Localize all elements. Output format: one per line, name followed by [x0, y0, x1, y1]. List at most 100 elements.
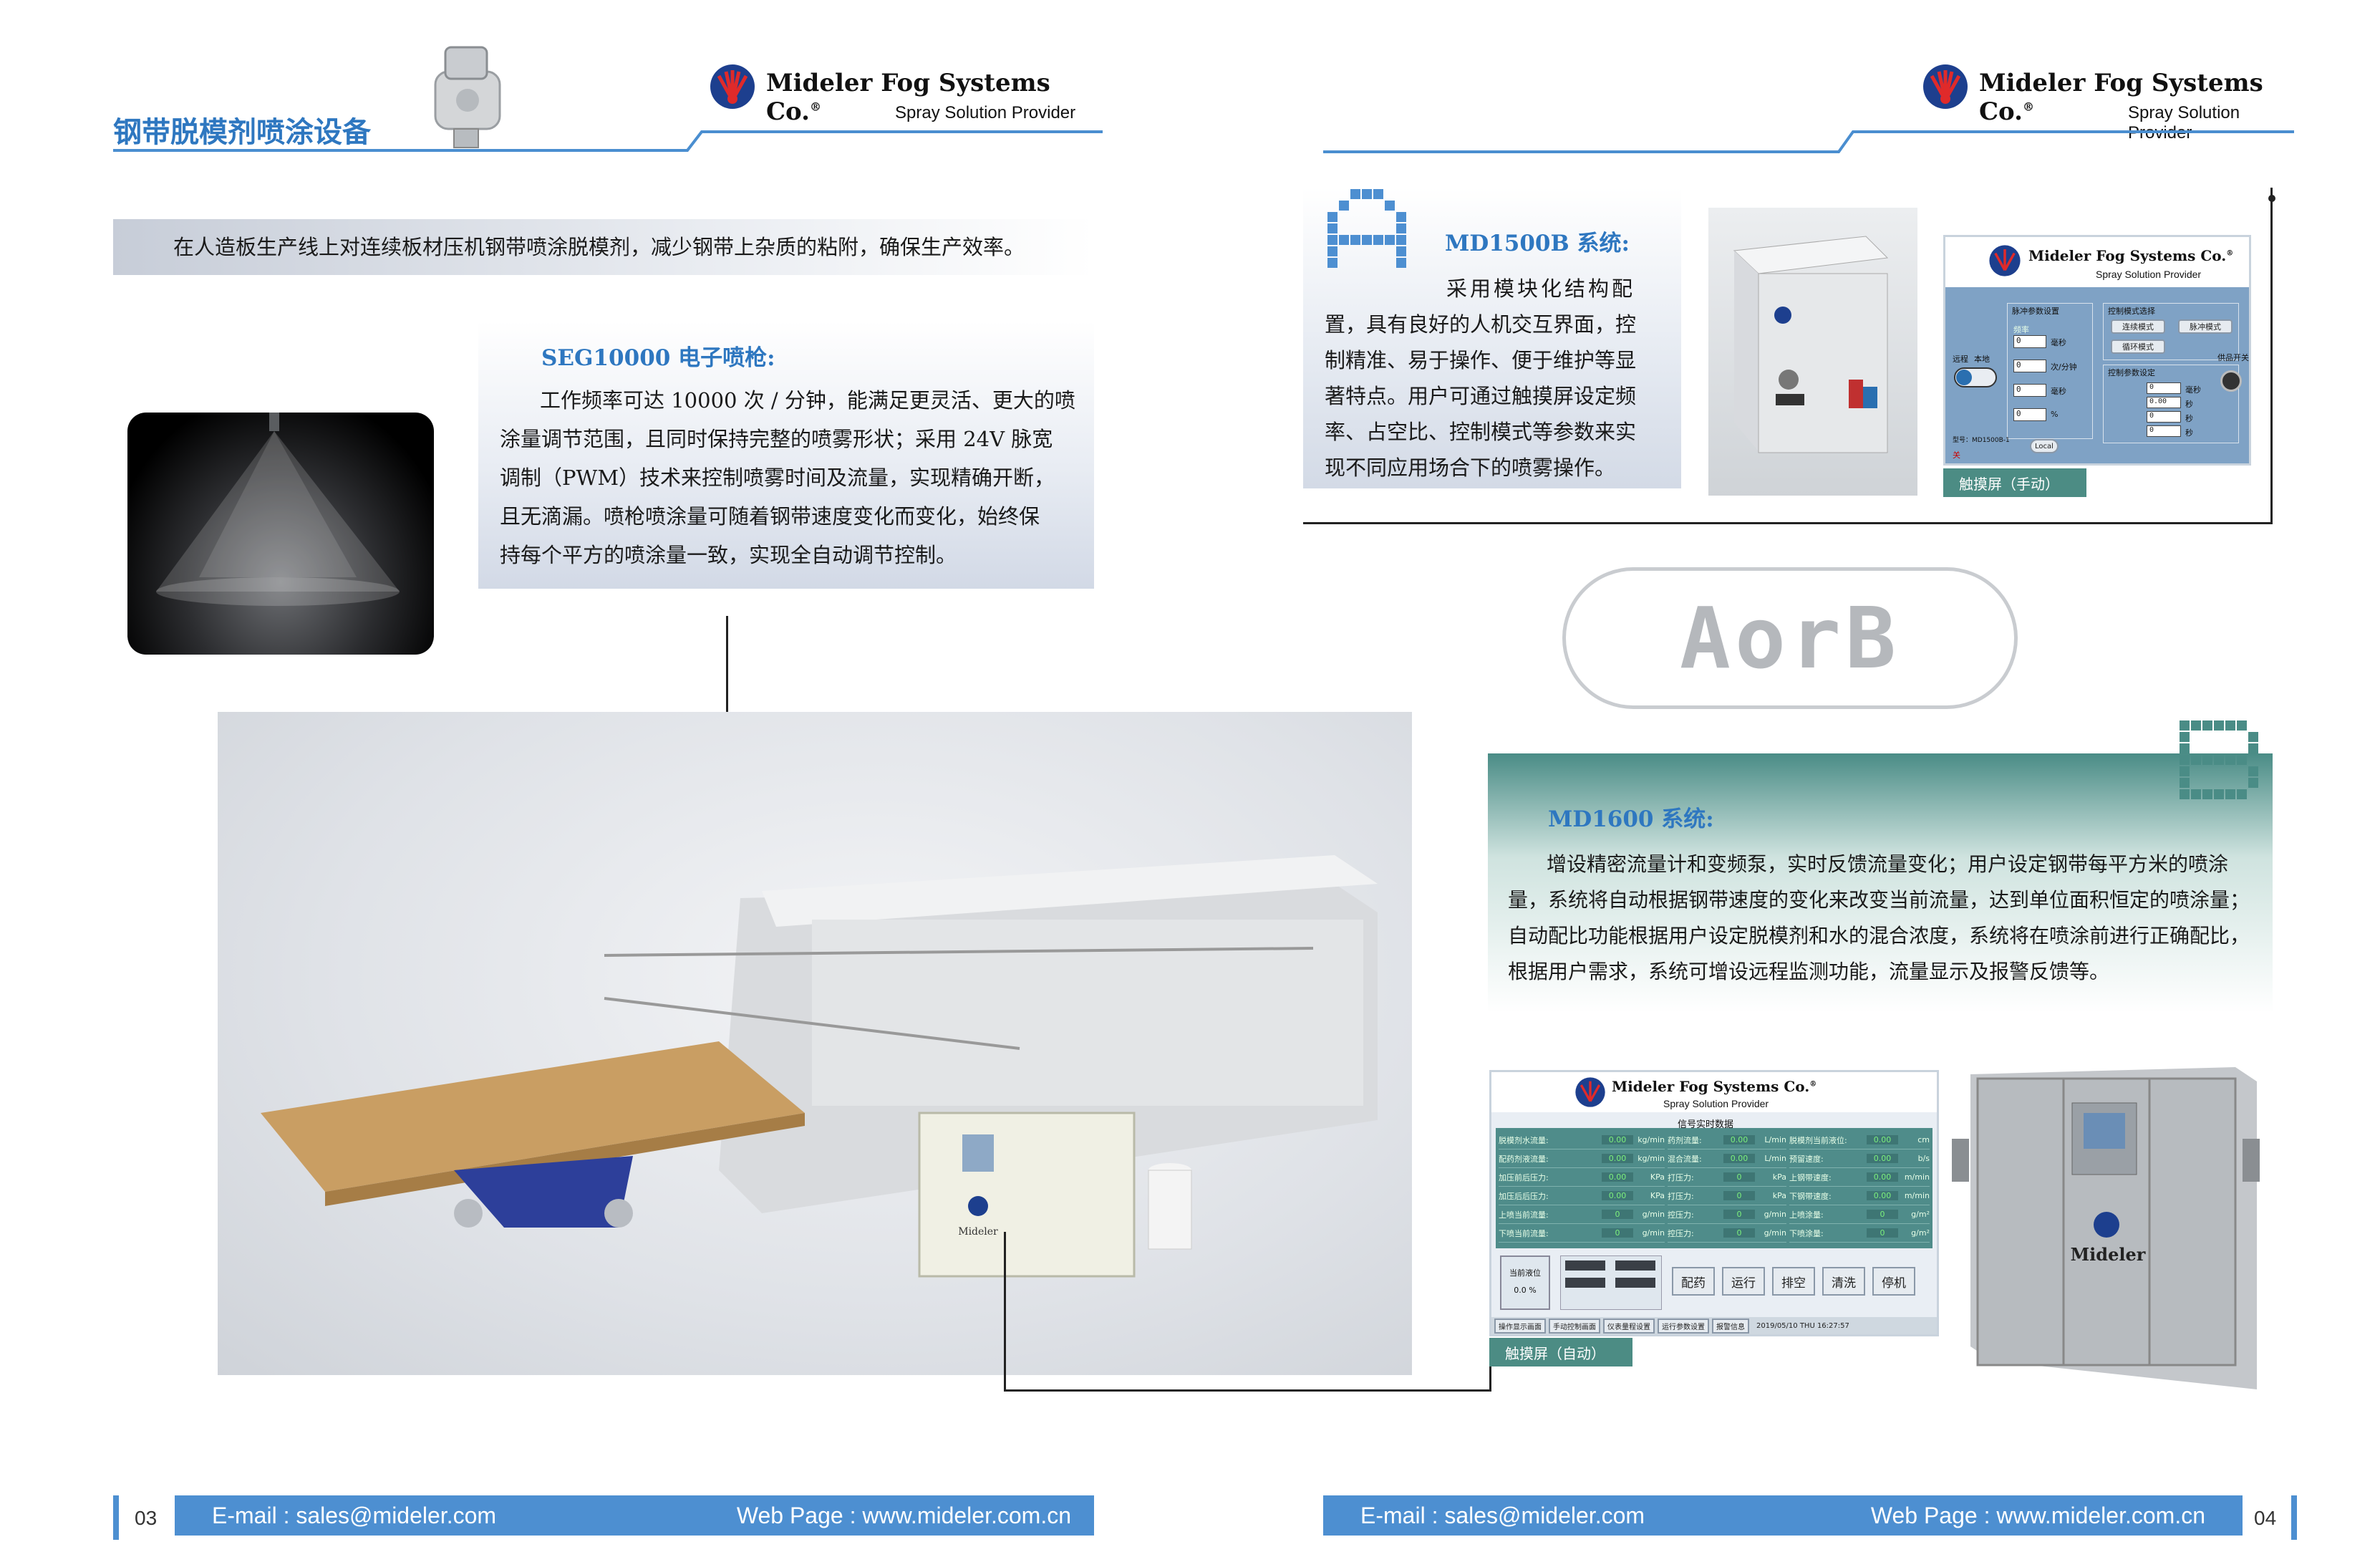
fan-logo-icon: [1575, 1077, 1605, 1107]
hmi-row-unit: kg/min: [1638, 1154, 1665, 1163]
run-button[interactable]: 运行: [1722, 1267, 1765, 1296]
footer-mark-right: [2291, 1495, 2297, 1540]
hmi-row-unit: kPa: [1772, 1191, 1786, 1200]
page-number-left: 03: [135, 1507, 158, 1529]
fan-logo-icon: [710, 64, 755, 109]
hmi-row-label: 脱模剂当前液位:: [1789, 1135, 1847, 1145]
hmi-indicator-3: [1565, 1278, 1605, 1288]
hmi-row-value: 0: [1867, 1210, 1898, 1219]
hmi-remote-label: 远程: [1953, 355, 1968, 364]
system-a-line-6: 现不同应用场合下的喷雾操作。: [1325, 455, 1616, 480]
brand-tagline: Spray Solution Provider: [895, 103, 1076, 122]
tab-manual-control[interactable]: 手动控制画面: [1549, 1318, 1600, 1334]
footer-email-left[interactable]: E-mail : sales@mideler.com: [212, 1502, 497, 1528]
hmi-control-input-3[interactable]: 0: [2147, 411, 2181, 423]
hmi-group-pulse-title: 脉冲参数设置: [2012, 307, 2059, 316]
hmi-local-label: 本地: [1974, 355, 1990, 364]
hmi-row-value: 0.00: [1867, 1172, 1898, 1182]
hmi-row-unit: kg/min: [1638, 1135, 1665, 1144]
continuous-mode-button[interactable]: 连续模式: [2111, 319, 2165, 334]
hmi-brand-tagline: Spray Solution Provider: [1663, 1098, 1769, 1109]
stop-button[interactable]: 停机: [1872, 1267, 1915, 1296]
hmi-row-unit: KPa: [1650, 1191, 1665, 1200]
footer-web-right[interactable]: Web Page : www.mideler.com.cn: [1870, 1502, 2205, 1528]
gun-line-2: 涂量调节范围，且同时保持完整的喷雾形状；采用 24V 脉宽: [500, 427, 1053, 451]
hmi-local-toggle[interactable]: Local: [2030, 439, 2059, 453]
tab-alarm-info[interactable]: 报警信息: [1712, 1318, 1749, 1334]
cycle-mode-button[interactable]: 循环模式: [2111, 339, 2165, 354]
brand-logo-right: Mideler Fog Systems Co.® Spray Solution …: [1922, 63, 2308, 143]
hmi-brand-name: Mideler Fog Systems Co.®: [2028, 247, 2234, 264]
right-page: Mideler Fog Systems Co.® Spray Solution …: [1004, 0, 2380, 1557]
hmi-row-unit: g/min: [1642, 1228, 1665, 1238]
connector-line-right: [1004, 1389, 1491, 1392]
system-b-line-1: 增设精密流量计和变频泵，实时反馈流量变化；用户设定钢带每平方米的喷涂: [1547, 852, 2229, 876]
hmi-table-title: 信号实时数据: [1678, 1119, 1734, 1130]
hmi-indicator-1: [1565, 1260, 1605, 1271]
hmi-power-knob[interactable]: [2220, 370, 2242, 392]
intro-banner: 在人造板生产线上对连续板材压机钢带喷涂脱模剂，减少钢带上杂质的粘附，确保生产效率…: [113, 219, 1094, 275]
hmi-pulse-input-1[interactable]: 0: [2013, 335, 2046, 348]
drain-button[interactable]: 排空: [1772, 1267, 1815, 1296]
hmi-row-value: 0: [1723, 1172, 1755, 1182]
hmi-row-unit: m/min: [1904, 1191, 1930, 1200]
hmi-pulse-input-3[interactable]: 0: [2013, 384, 2046, 397]
system-a-line-4: 著特点。用户可通过触摸屏设定频: [1325, 384, 1637, 408]
footer-mark-left: [113, 1495, 119, 1540]
system-b-block: MD1600 系统: 增设精密流量计和变频泵，实时反馈流量变化；用户设定钢带每平…: [1488, 753, 2273, 1013]
gun-line-3: 调制（PWM）技术来控制喷雾时间及流量，实现精确开断，: [500, 466, 1055, 490]
system-a-line-1: 采用模块化结构配: [1446, 276, 1636, 301]
hmi-row-unit: g/m²: [1911, 1210, 1930, 1219]
md1500b-hmi: Mideler Fog Systems Co.® Spray Solution …: [1943, 235, 2251, 466]
hmi-control-unit-1: 毫秒: [2185, 385, 2201, 395]
hmi-row-label: 控压力:: [1668, 1228, 1694, 1238]
hmi-level-box: 当前液位 0.0 %: [1500, 1255, 1550, 1310]
tab-operation-display[interactable]: 操作显示画面: [1494, 1318, 1546, 1334]
connector-line-up: [1489, 1366, 1491, 1392]
hmi-control-input-4[interactable]: 0: [2147, 425, 2181, 437]
hmi-row-label: 下喷当前流量:: [1499, 1228, 1549, 1238]
hmi-row-value: 0.00: [1602, 1172, 1633, 1182]
cabinet-logo-text: Mideler: [958, 1226, 998, 1238]
md1500b-device-image: [1708, 208, 1917, 496]
header-line-left: [113, 149, 657, 152]
hmi-row-unit: L/min: [1764, 1135, 1786, 1144]
header-rule-left: [644, 130, 1103, 152]
tab-run-params[interactable]: 运行参数设置: [1658, 1318, 1709, 1334]
footer-email-right[interactable]: E-mail : sales@mideler.com: [1360, 1502, 1645, 1528]
clean-button[interactable]: 清洗: [1822, 1267, 1865, 1296]
hmi-freq-label: 频率: [2013, 325, 2029, 334]
hmi-header: Mideler Fog Systems Co.® Spray Solution …: [1945, 237, 2249, 287]
dose-button[interactable]: 配药: [1672, 1267, 1715, 1296]
header-rule-right: [1323, 130, 2294, 153]
hmi-indicators: [1560, 1255, 1662, 1310]
pulse-mode-button[interactable]: 脉冲模式: [2178, 319, 2233, 334]
hmi-row-value: 0: [1723, 1191, 1755, 1200]
hmi-row-label: 上喷当前流量:: [1499, 1210, 1549, 1220]
touch-label-auto: 触摸屏（自动）: [1489, 1338, 1632, 1366]
hmi-mode-switch[interactable]: [1954, 367, 1997, 387]
hmi-pulse-input-4[interactable]: 0: [2013, 408, 2046, 421]
hmi-control-input-2[interactable]: 0.00: [2147, 397, 2181, 408]
footer-bar-right: E-mail : sales@mideler.com Web Page : ww…: [1323, 1495, 2243, 1536]
hmi-row-value: 0.00: [1867, 1191, 1898, 1200]
hmi-pulse-input-2[interactable]: 0: [2013, 360, 2046, 372]
hmi-pulse-unit-3: 毫秒: [2051, 387, 2066, 396]
hmi-brand-tagline: Spray Solution Provider: [2096, 269, 2202, 280]
hmi-pulse-unit-4: %: [2051, 410, 2059, 419]
tab-instrument-range[interactable]: 仪表量程设置: [1603, 1318, 1655, 1334]
hmi-control-input-1[interactable]: 0: [2147, 382, 2181, 394]
footer-web-left[interactable]: Web Page : www.mideler.com.cn: [736, 1502, 1071, 1528]
